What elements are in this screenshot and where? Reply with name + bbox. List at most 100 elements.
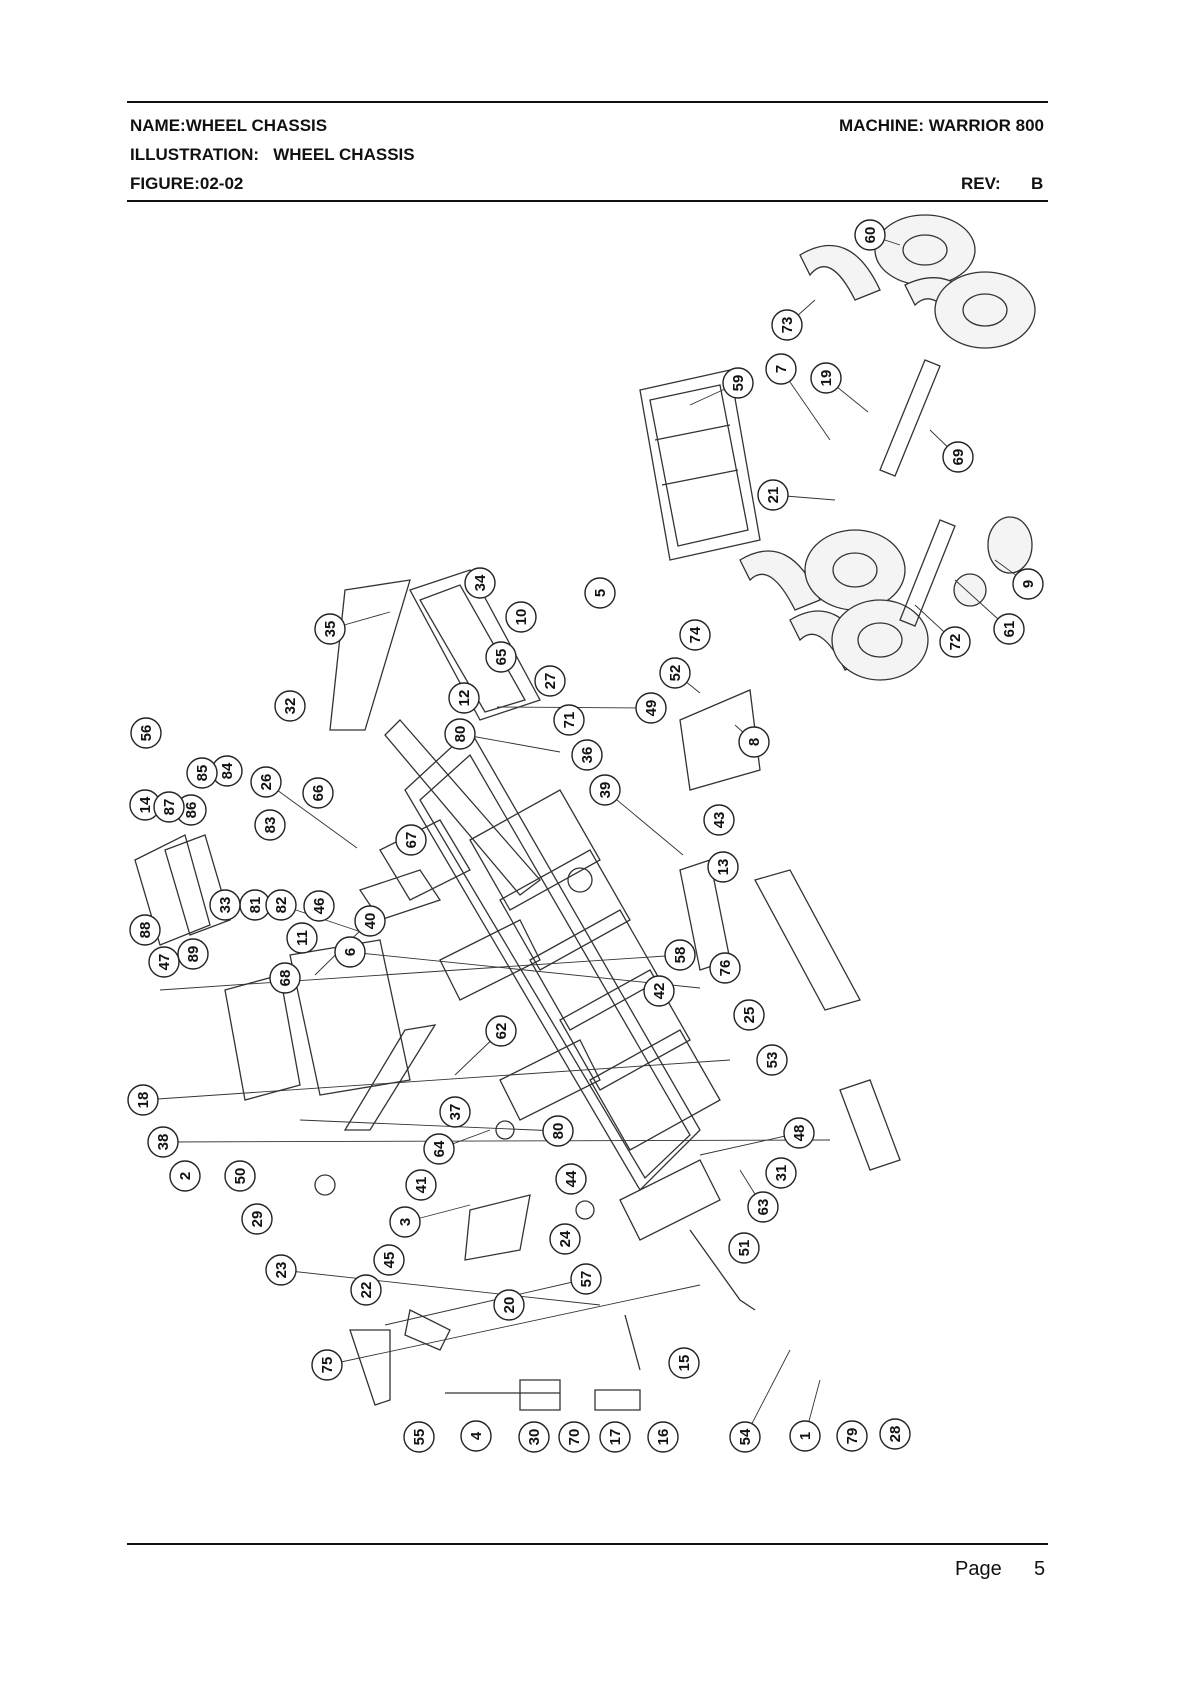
callout-circle [549,1223,581,1255]
leader-line [384,1278,587,1326]
callout-circle [274,690,306,722]
leader-line [299,1119,559,1132]
callout-number: 40 [362,913,379,930]
callout-circle [405,1169,437,1201]
callout-73: 73 [771,309,803,341]
callout-number: 53 [764,1052,781,1069]
callout-number: 20 [501,1297,518,1314]
callout-53: 53 [756,1044,788,1076]
callout-number: 36 [579,747,596,764]
callout-circle [738,726,770,758]
callout-circle [635,692,667,724]
illustration-field: ILLUSTRATION: WHEEL CHASSIS [130,145,415,165]
callout-32: 32 [274,690,306,722]
callout-number: 13 [715,859,732,876]
callout-circle [756,1044,788,1076]
callout-number: 12 [456,690,473,707]
callout-47: 47 [148,946,180,978]
callout-42: 42 [643,975,675,1007]
callout-57: 57 [570,1263,602,1295]
callout-number: 7 [773,365,790,373]
callout-number: 58 [672,947,689,964]
callout-number: 23 [273,1262,290,1279]
page-number: 5 [1034,1558,1046,1580]
callout-circle [722,367,754,399]
callout-balloons: 6073719596921961723451035652774521271493… [127,219,1044,1453]
callout-number: 47 [156,954,173,971]
callout-number: 80 [550,1123,567,1140]
callout-16: 16 [647,1421,679,1453]
callout-number: 31 [773,1165,790,1182]
callout-10: 10 [505,601,537,633]
callout-circle [765,353,797,385]
callout-number: 26 [258,774,275,791]
callout-circle [423,1133,455,1165]
callout-circle [733,999,765,1031]
callout-number: 88 [137,922,154,939]
callout-circle [302,777,334,809]
callout-number: 81 [247,897,264,914]
callout-number: 3 [397,1218,414,1226]
callout-circle [709,952,741,984]
callout-circle [783,1117,815,1149]
callout-74: 74 [679,619,711,651]
callout-number: 30 [526,1429,543,1446]
callout-number: 68 [277,970,294,987]
callout-7: 7 [765,353,797,385]
callout-circle [314,613,346,645]
callout-circle [707,851,739,883]
callout-number: 85 [194,765,211,782]
callout-number: 29 [249,1211,266,1228]
callout-circle [505,601,537,633]
callout-number: 41 [413,1177,430,1194]
callout-number: 67 [403,832,420,849]
name-label: NAME: [130,116,186,135]
callout-number: 33 [217,897,234,914]
callout-number: 25 [741,1007,758,1024]
leader-line [744,1349,791,1438]
callout-12: 12 [448,682,480,714]
callout-8: 8 [738,726,770,758]
callout-circle [703,804,735,836]
callout-40: 40 [354,905,386,937]
callout-number: 70 [566,1429,583,1446]
callout-number: 54 [737,1428,754,1445]
callout-number: 19 [818,370,835,387]
callout-51: 51 [728,1232,760,1264]
callout-circle [311,1349,343,1381]
callout-49: 49 [635,692,667,724]
callout-number: 4 [468,1431,485,1440]
callout-circle [668,1347,700,1379]
callout-circle [250,766,282,798]
callout-55: 55 [403,1421,435,1453]
callout-46: 46 [303,890,335,922]
callout-circle [643,975,675,1007]
callout-23: 23 [265,1254,297,1286]
page-label: Page [955,1558,1002,1580]
footer-rule [127,1543,1048,1545]
callout-58: 58 [664,939,696,971]
callout-75: 75 [311,1349,343,1381]
callout-number: 84 [219,762,236,779]
callout-number: 83 [262,817,279,834]
callout-number: 80 [452,726,469,743]
callout-circle [1012,568,1044,600]
callout-44: 44 [555,1163,587,1195]
callout-number: 15 [676,1355,693,1372]
callout-circle [209,889,241,921]
callout-number: 38 [155,1134,172,1151]
callout-number: 48 [791,1125,808,1142]
callout-2: 2 [169,1160,201,1192]
lower-wheels-and-mudguards [739,529,929,681]
callout-48: 48 [783,1117,815,1149]
callout-circle [942,441,974,473]
callout-number: 5 [592,589,609,597]
callout-79: 79 [836,1420,868,1452]
callout-number: 71 [561,712,578,729]
callout-circle [599,1421,631,1453]
callout-63: 63 [747,1191,779,1223]
callout-circle [254,809,286,841]
callout-circle [771,309,803,341]
callout-circle [373,1244,405,1276]
